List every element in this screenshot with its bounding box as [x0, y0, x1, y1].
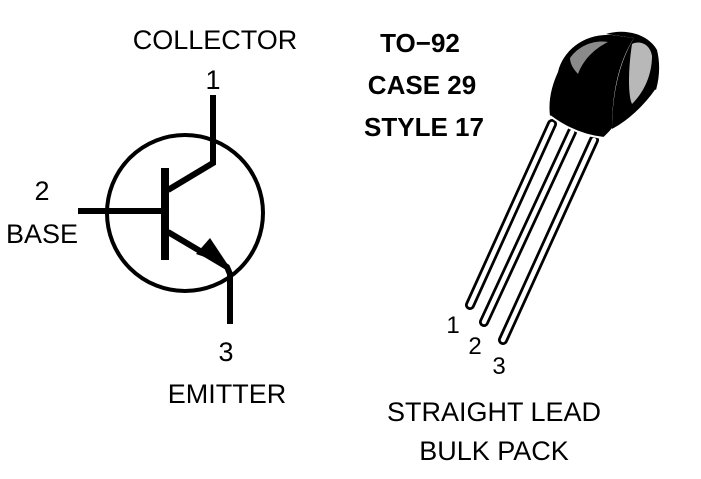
package-flat-highlight — [629, 42, 652, 104]
emitter-pin-number: 3 — [218, 337, 233, 367]
npn-transistor-symbol — [78, 95, 265, 324]
collector-lead — [166, 95, 216, 193]
emitter-label: EMITTER — [168, 379, 287, 409]
package-top-highlight — [570, 41, 608, 74]
package-caption-line1: STRAIGHT LEAD — [387, 397, 601, 427]
emitter-arrow-icon — [196, 238, 228, 265]
package-type-label: TO−92 — [380, 28, 460, 58]
collector-pin-number: 1 — [205, 65, 220, 95]
package-lead-3 — [498, 135, 599, 345]
collector-label: COLLECTOR — [133, 25, 298, 55]
emitter-lead — [166, 229, 233, 324]
package-lead-2 — [479, 127, 577, 327]
lead-pin-1-label: 1 — [446, 312, 459, 339]
base-pin-number: 2 — [34, 176, 49, 206]
package-lead-1 — [465, 119, 557, 310]
package-bottom-edge — [549, 89, 657, 140]
package-caption-line2: BULK PACK — [419, 436, 569, 466]
lead-pin-2-label: 2 — [468, 333, 481, 360]
base-label: BASE — [6, 219, 78, 249]
package-style-label: STYLE 17 — [364, 112, 484, 142]
to92-package-drawing — [465, 31, 660, 345]
package-case-label: CASE 29 — [368, 70, 476, 100]
lead-pin-3-label: 3 — [492, 353, 505, 380]
